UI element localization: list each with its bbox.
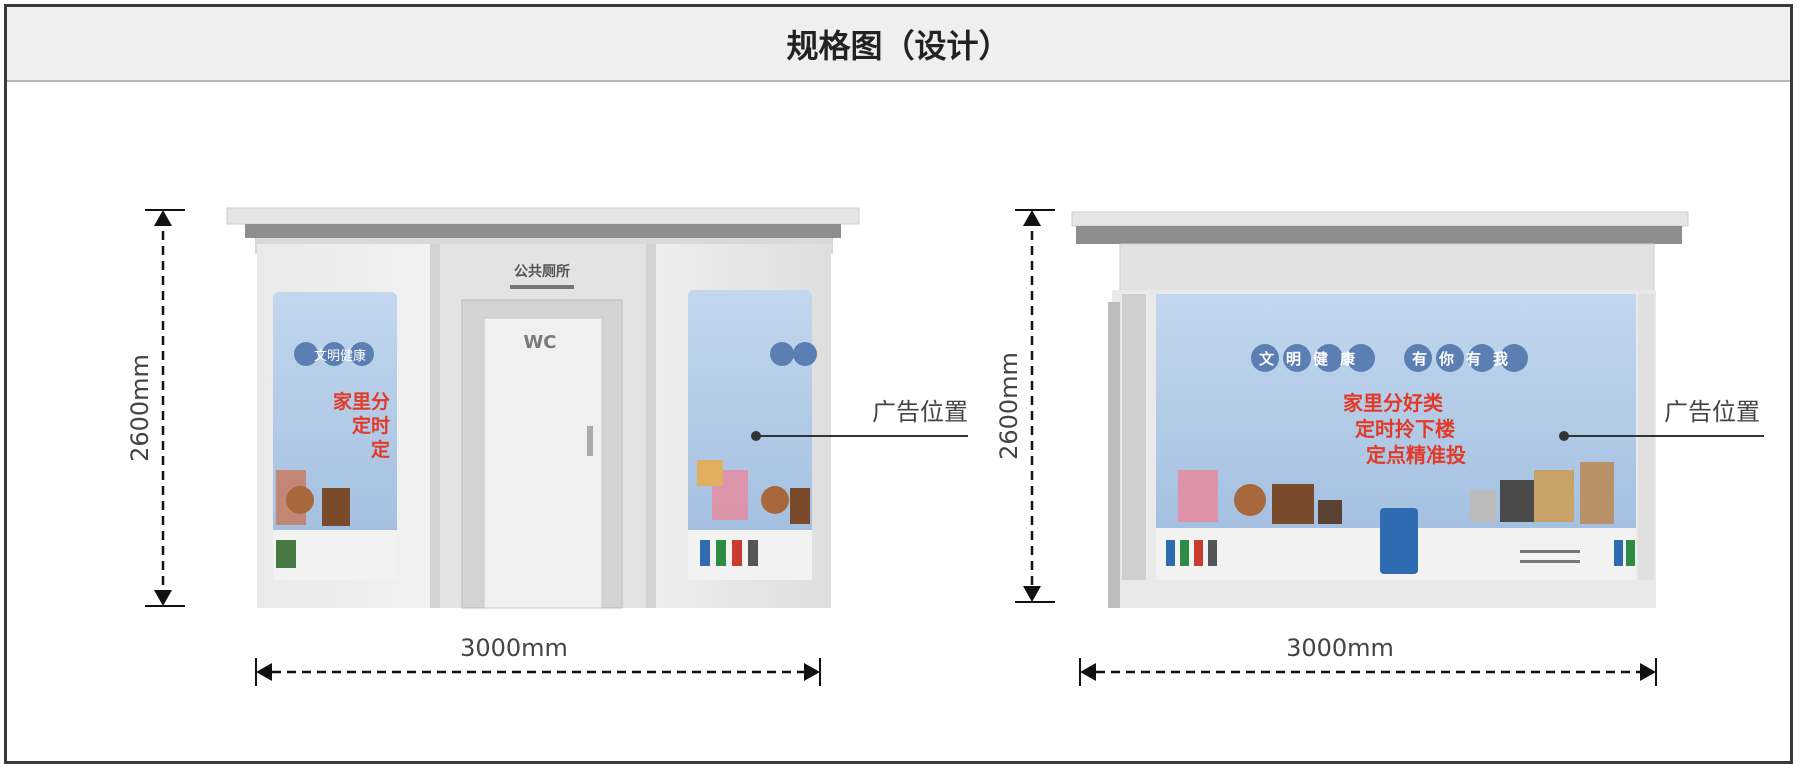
front-poster-line-1: 家里分 (333, 390, 390, 413)
side-poster-line-3: 定点精准投 (1366, 443, 1466, 467)
side-width-dimension: 3000mm (1079, 634, 1657, 686)
front-left-poster: 文明健康 家里分 定时 定 (273, 292, 397, 580)
door-handle (587, 426, 593, 456)
recycling-bin-icon (1380, 508, 1418, 574)
diagram-frame: 规格图（设计） (4, 4, 1793, 764)
side-roof (1071, 211, 1689, 227)
front-view: 2600mm 文明健康 家里分 定时 定 公共厕所 (126, 207, 968, 686)
side-slogan-2: 有你有我 (1412, 350, 1520, 368)
side-poster-line-1: 家里分好类 (1343, 391, 1443, 415)
page-title: 规格图（设计） (7, 7, 1790, 82)
front-toilet-sign: 公共厕所 (514, 263, 570, 280)
front-height-label: 2600mm (126, 354, 154, 462)
front-ad-callout: 广告位置 (751, 398, 968, 441)
front-left-slogan: 文明健康 (314, 348, 366, 364)
front-poster-line-3: 定 (371, 438, 390, 461)
side-slogan-1: 文明健康 (1259, 350, 1367, 368)
side-poster-line-2: 定时拎下楼 (1355, 417, 1455, 441)
front-width-dimension: 3000mm (255, 634, 821, 686)
front-poster-line-2: 定时 (352, 414, 390, 437)
front-roof (226, 207, 860, 225)
side-ad-label: 广告位置 (1664, 398, 1760, 426)
side-view: 2600mm 文明健康 有你有我 家里分好类 定时拎下楼 定点精准投 (995, 209, 1764, 686)
front-door (483, 317, 603, 609)
front-right-poster (688, 290, 817, 580)
side-width-label: 3000mm (1286, 634, 1394, 662)
side-ad-callout: 广告位置 (1559, 398, 1764, 441)
side-height-label: 2600mm (995, 352, 1023, 460)
front-width-label: 3000mm (460, 634, 568, 662)
side-height-dimension: 2600mm (995, 209, 1055, 603)
front-door-label: WC (523, 332, 556, 353)
side-poster: 文明健康 有你有我 家里分好类 定时拎下楼 定点精准投 (1156, 294, 1636, 580)
front-height-dimension: 2600mm (126, 209, 185, 607)
front-ad-label: 广告位置 (872, 398, 968, 426)
